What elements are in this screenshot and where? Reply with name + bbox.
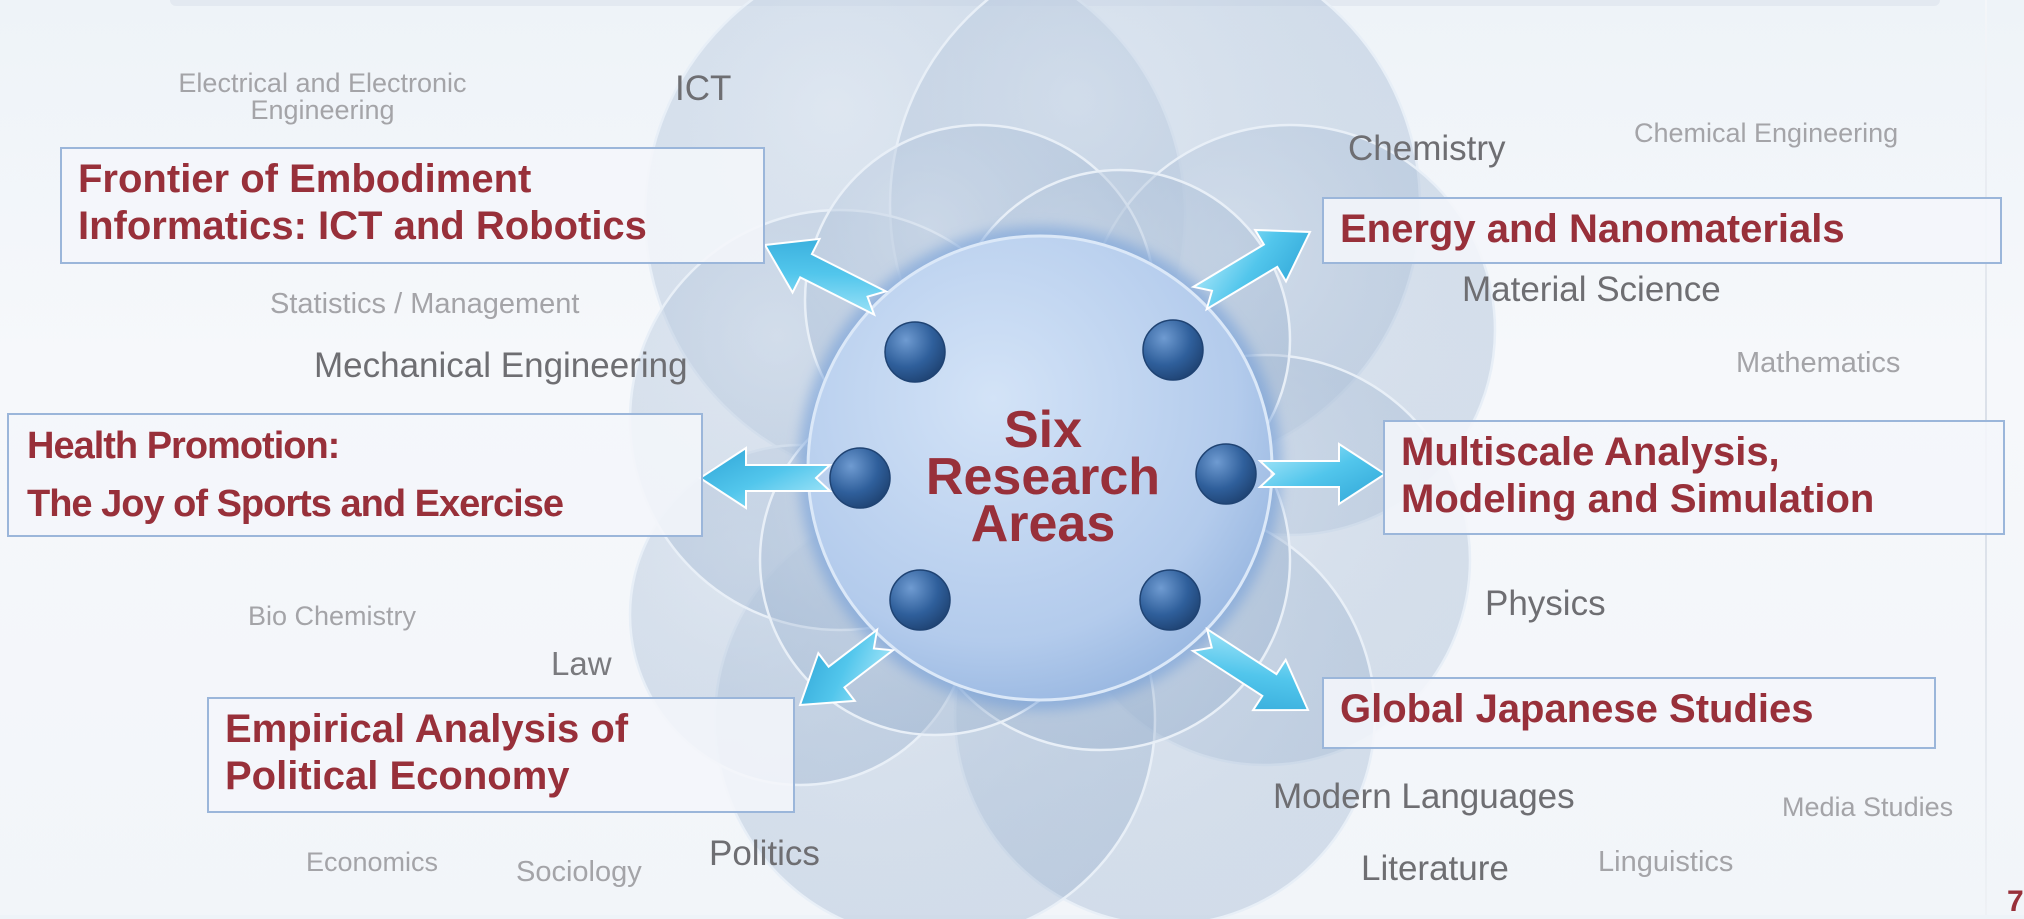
discipline-politics: Politics [709,834,820,873]
discipline-electrical: Electrical and Electronic Engineering [178,68,467,125]
discipline-chemistry: Chemistry [1348,129,1506,168]
arrow-icon [798,627,896,707]
area-dot [1139,569,1201,631]
area-political-economy: Empirical Analysis of Political Economy [207,697,795,813]
arrow-icon [1190,228,1312,312]
discipline-literature: Literature [1361,849,1509,888]
hub-title: Six Research Areas [893,401,1193,553]
area-embodiment-informatics: Frontier of Embodiment Informatics: ICT … [60,147,765,264]
area-line: Energy and Nanomaterials [1340,207,1845,251]
area-dot [829,447,891,509]
area-line: Informatics: ICT and Robotics [78,204,647,248]
area-line: The Joy of Sports and Exercise [27,483,564,525]
area-dot [889,569,951,631]
area-line: Health Promotion: [27,425,340,467]
discipline-ict: ICT [675,69,732,108]
arrow-icon [1190,626,1310,712]
hub-title-line: Six [1003,401,1083,459]
discipline-linguistics: Linguistics [1598,846,1734,878]
area-line: Global Japanese Studies [1340,687,1814,731]
arrow-icon [1257,442,1387,506]
discipline-bio-chemistry: Bio Chemistry [248,601,417,631]
hub-title-line: Areas [970,495,1116,553]
area-energy-nanomaterials: Energy and Nanomaterials [1322,197,2002,264]
area-multiscale-analysis: Multiscale Analysis, Modeling and Simula… [1383,420,2005,535]
area-dot [1195,443,1257,505]
area-line: Modeling and Simulation [1401,477,1875,521]
discipline-mathematics: Mathematics [1736,347,1901,379]
discipline-economics: Economics [306,847,439,877]
discipline-statistics: Statistics / Management [270,288,580,320]
discipline-modern-languages: Modern Languages [1273,777,1575,816]
area-line: Multiscale Analysis, [1401,430,1780,474]
area-global-japanese-studies: Global Japanese Studies [1322,677,1936,749]
discipline-material-science: Material Science [1462,270,1721,309]
discipline-physics: Physics [1485,584,1606,623]
discipline-sociology: Sociology [516,856,642,888]
discipline-law: Law [551,645,612,682]
area-line: Empirical Analysis of [225,707,629,751]
area-health-promotion: Health Promotion: The Joy of Sports and … [7,413,703,537]
arrow-icon [763,237,889,317]
area-line: Frontier of Embodiment [78,157,532,201]
page-number: 7 [2007,885,2024,918]
area-line: Political Economy [225,754,570,798]
discipline-media-studies: Media Studies [1782,792,1954,822]
arrow-icon [698,446,833,510]
discipline-mechanical: Mechanical Engineering [314,346,688,385]
area-dot [1142,319,1204,381]
discipline-chemical-engineering: Chemical Engineering [1634,118,1899,148]
area-dot [884,321,946,383]
hub-title-line: Research [925,448,1161,506]
